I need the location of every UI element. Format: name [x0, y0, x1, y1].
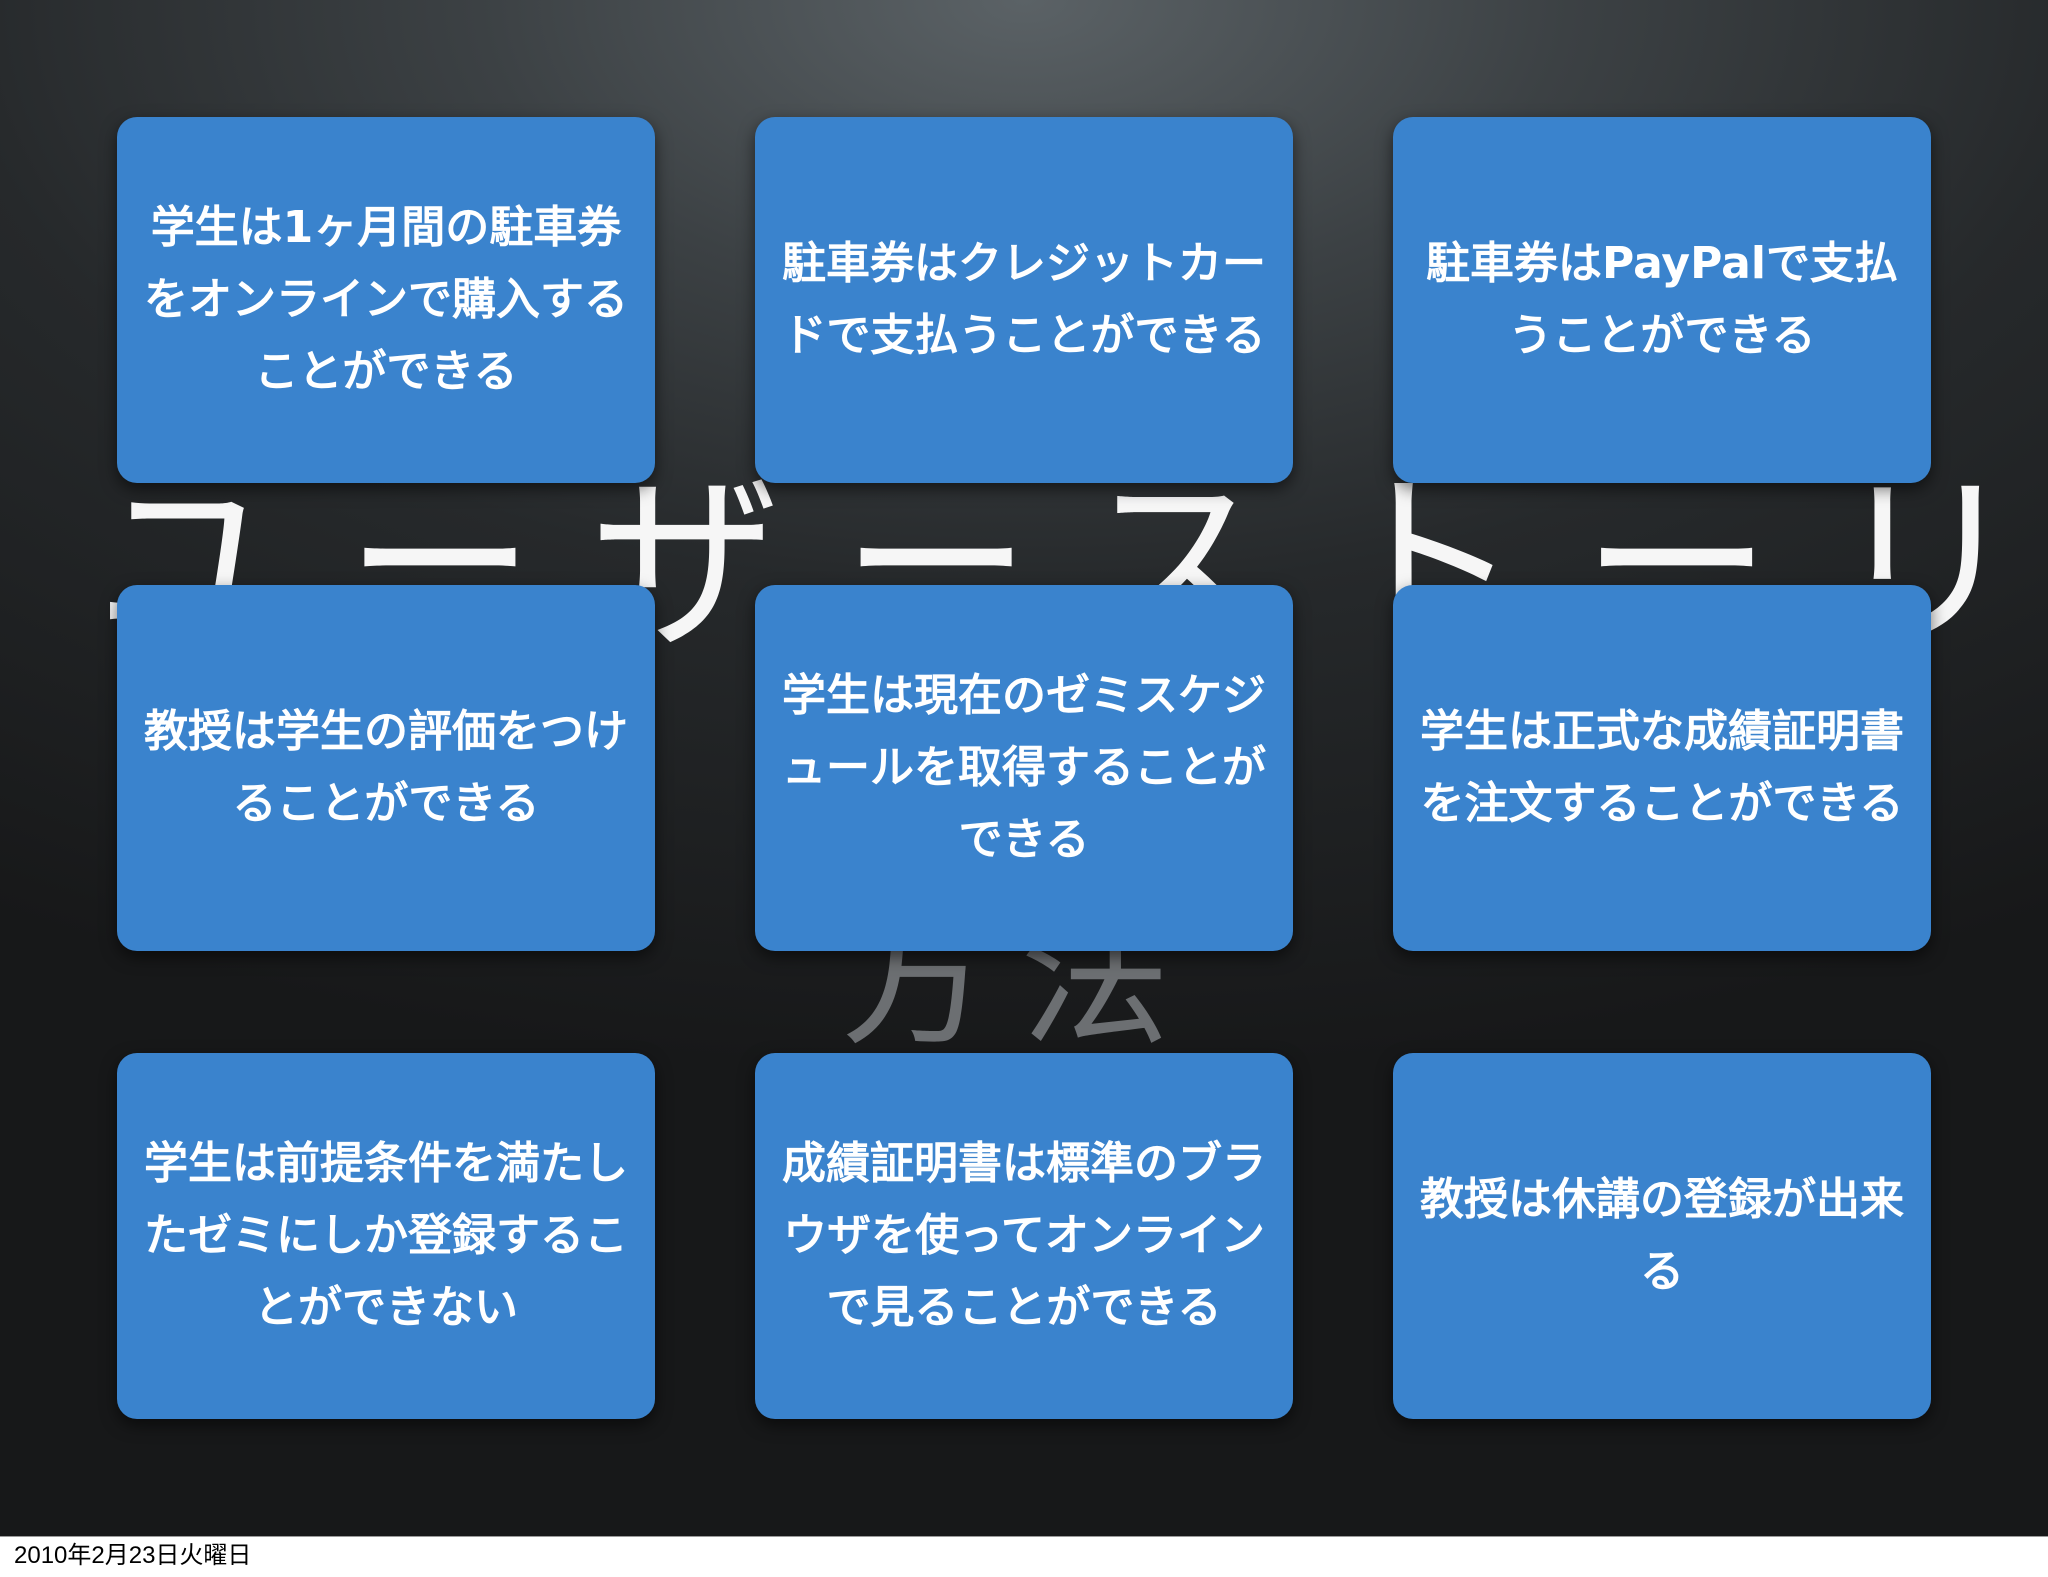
story-card-text: 学生は現在のゼミスケジュールを取得することができる — [782, 670, 1266, 865]
story-card-text: 成績証明書は標準のブラウザを使ってオンラインで見ることができる — [782, 1138, 1266, 1333]
story-card-8: 成績証明書は標準のブラウザを使ってオンラインで見ることができる — [755, 1053, 1293, 1419]
story-card-text: 教授は休講の登録が出来る — [1420, 1174, 1904, 1297]
story-card-1: 学生は1ヶ月間の駐車券をオンラインで購入することができる — [117, 117, 655, 483]
footer-date: 2010年2月23日火曜日 — [14, 1542, 252, 1569]
story-card-text: 駐車券はPayPalで支払うことができる — [1426, 238, 1898, 361]
story-card-text: 教授は学生の評価をつけることができる — [144, 706, 628, 829]
story-card-6: 学生は正式な成績証明書を注文することができる — [1393, 585, 1931, 951]
story-card-4: 教授は学生の評価をつけることができる — [117, 585, 655, 951]
footer-bar: 2010年2月23日火曜日 — [0, 1536, 2048, 1577]
story-card-7: 学生は前提条件を満たしたゼミにしか登録することができない — [117, 1053, 655, 1419]
story-card-text: 学生は前提条件を満たしたゼミにしか登録することができない — [144, 1138, 628, 1333]
story-card-9: 教授は休講の登録が出来る — [1393, 1053, 1931, 1419]
story-card-2: 駐車券はクレジットカードで支払うことができる — [755, 117, 1293, 483]
story-card-5: 学生は現在のゼミスケジュールを取得することができる — [755, 585, 1293, 951]
story-card-text: 学生は正式な成績証明書を注文することができる — [1420, 706, 1904, 829]
story-card-text: 学生は1ヶ月間の駐車券をオンラインで購入することができる — [144, 202, 628, 397]
slide: ユーザーストーリーの 方法 学生は1ヶ月間の駐車券をオンラインで購入することがで… — [0, 0, 2048, 1536]
story-card-3: 駐車券はPayPalで支払うことができる — [1393, 117, 1931, 483]
story-card-text: 駐車券はクレジットカードで支払うことができる — [782, 238, 1266, 361]
